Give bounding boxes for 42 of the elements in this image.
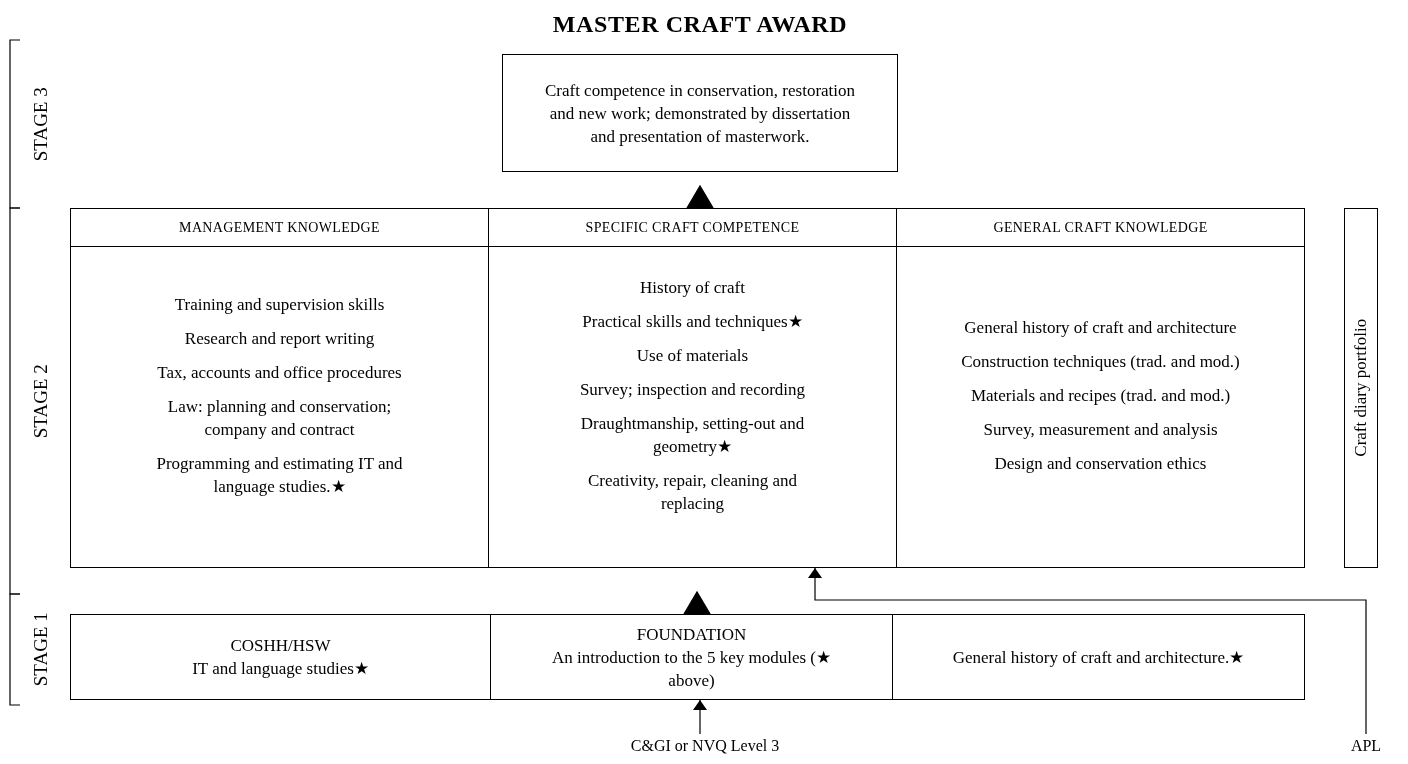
- stage-label: STAGE 2: [28, 364, 52, 438]
- list-item: Training and supervision skills: [174, 293, 385, 316]
- table-column: [896, 208, 1305, 568]
- list-item: Practical skills and techniques★: [582, 310, 803, 333]
- vertical-label: Craft diary portfolio: [1350, 319, 1372, 457]
- list-item: Use of materials: [636, 344, 749, 367]
- list-item: Research and report writing: [184, 327, 375, 350]
- list-item: Programming and estimating IT and language studies.★: [155, 452, 404, 498]
- column-heading: GENERAL CRAFT KNOWLEDGE: [993, 219, 1208, 237]
- box-text: IT and language studies★: [192, 658, 369, 680]
- list-item: Survey, measurement and analysis: [983, 418, 1218, 441]
- arrow: [808, 567, 1367, 735]
- text-box: [502, 54, 898, 172]
- list-item: Materials and recipes (trad. and mod.): [970, 384, 1231, 407]
- table-column: [70, 208, 489, 568]
- diagram-title: MASTER CRAFT AWARD: [551, 10, 849, 39]
- list-item: History of craft: [640, 276, 745, 299]
- stage-label: STAGE 3: [28, 87, 52, 161]
- list-item: Design and conservation ethics: [994, 452, 1207, 475]
- arrowhead: [682, 590, 712, 615]
- box-text: COSHH/HSW: [230, 635, 331, 657]
- list-item: Tax, accounts and office procedures: [157, 361, 402, 384]
- column-heading: SPECIFIC CRAFT COMPETENCE: [585, 219, 800, 237]
- box-text: General history of craft and architecture.★: [952, 646, 1245, 669]
- list-item: Law: planning and conservation; company and contract: [166, 395, 393, 441]
- list-item: Creativity, repair, cleaning and replacing: [586, 469, 799, 515]
- list-item: General history of craft and architecture: [964, 316, 1237, 339]
- text-box: [490, 614, 893, 700]
- list-item: Survey; inspection and recording: [579, 378, 806, 401]
- text-box: [892, 614, 1305, 700]
- list-item: Draughtmanship, setting-out and geometry★: [579, 412, 806, 458]
- stage-label: STAGE 1: [28, 612, 52, 687]
- arrowhead: [685, 184, 715, 209]
- text-box: [70, 614, 491, 700]
- box-text: Craft competence in conservation, restoration and new work; demonstrated by dissertation and presentation of masterwork.: [543, 79, 857, 148]
- table-column: [488, 208, 897, 568]
- column-heading: MANAGEMENT KNOWLEDGE: [179, 219, 380, 237]
- box-text: An introduction to the 5 key modules (★ above): [551, 646, 832, 692]
- box-text: FOUNDATION: [636, 623, 747, 646]
- portfolio-bar: [1344, 208, 1378, 568]
- arrow: [693, 699, 707, 735]
- list-item: Construction techniques (trad. and mod.): [961, 350, 1240, 373]
